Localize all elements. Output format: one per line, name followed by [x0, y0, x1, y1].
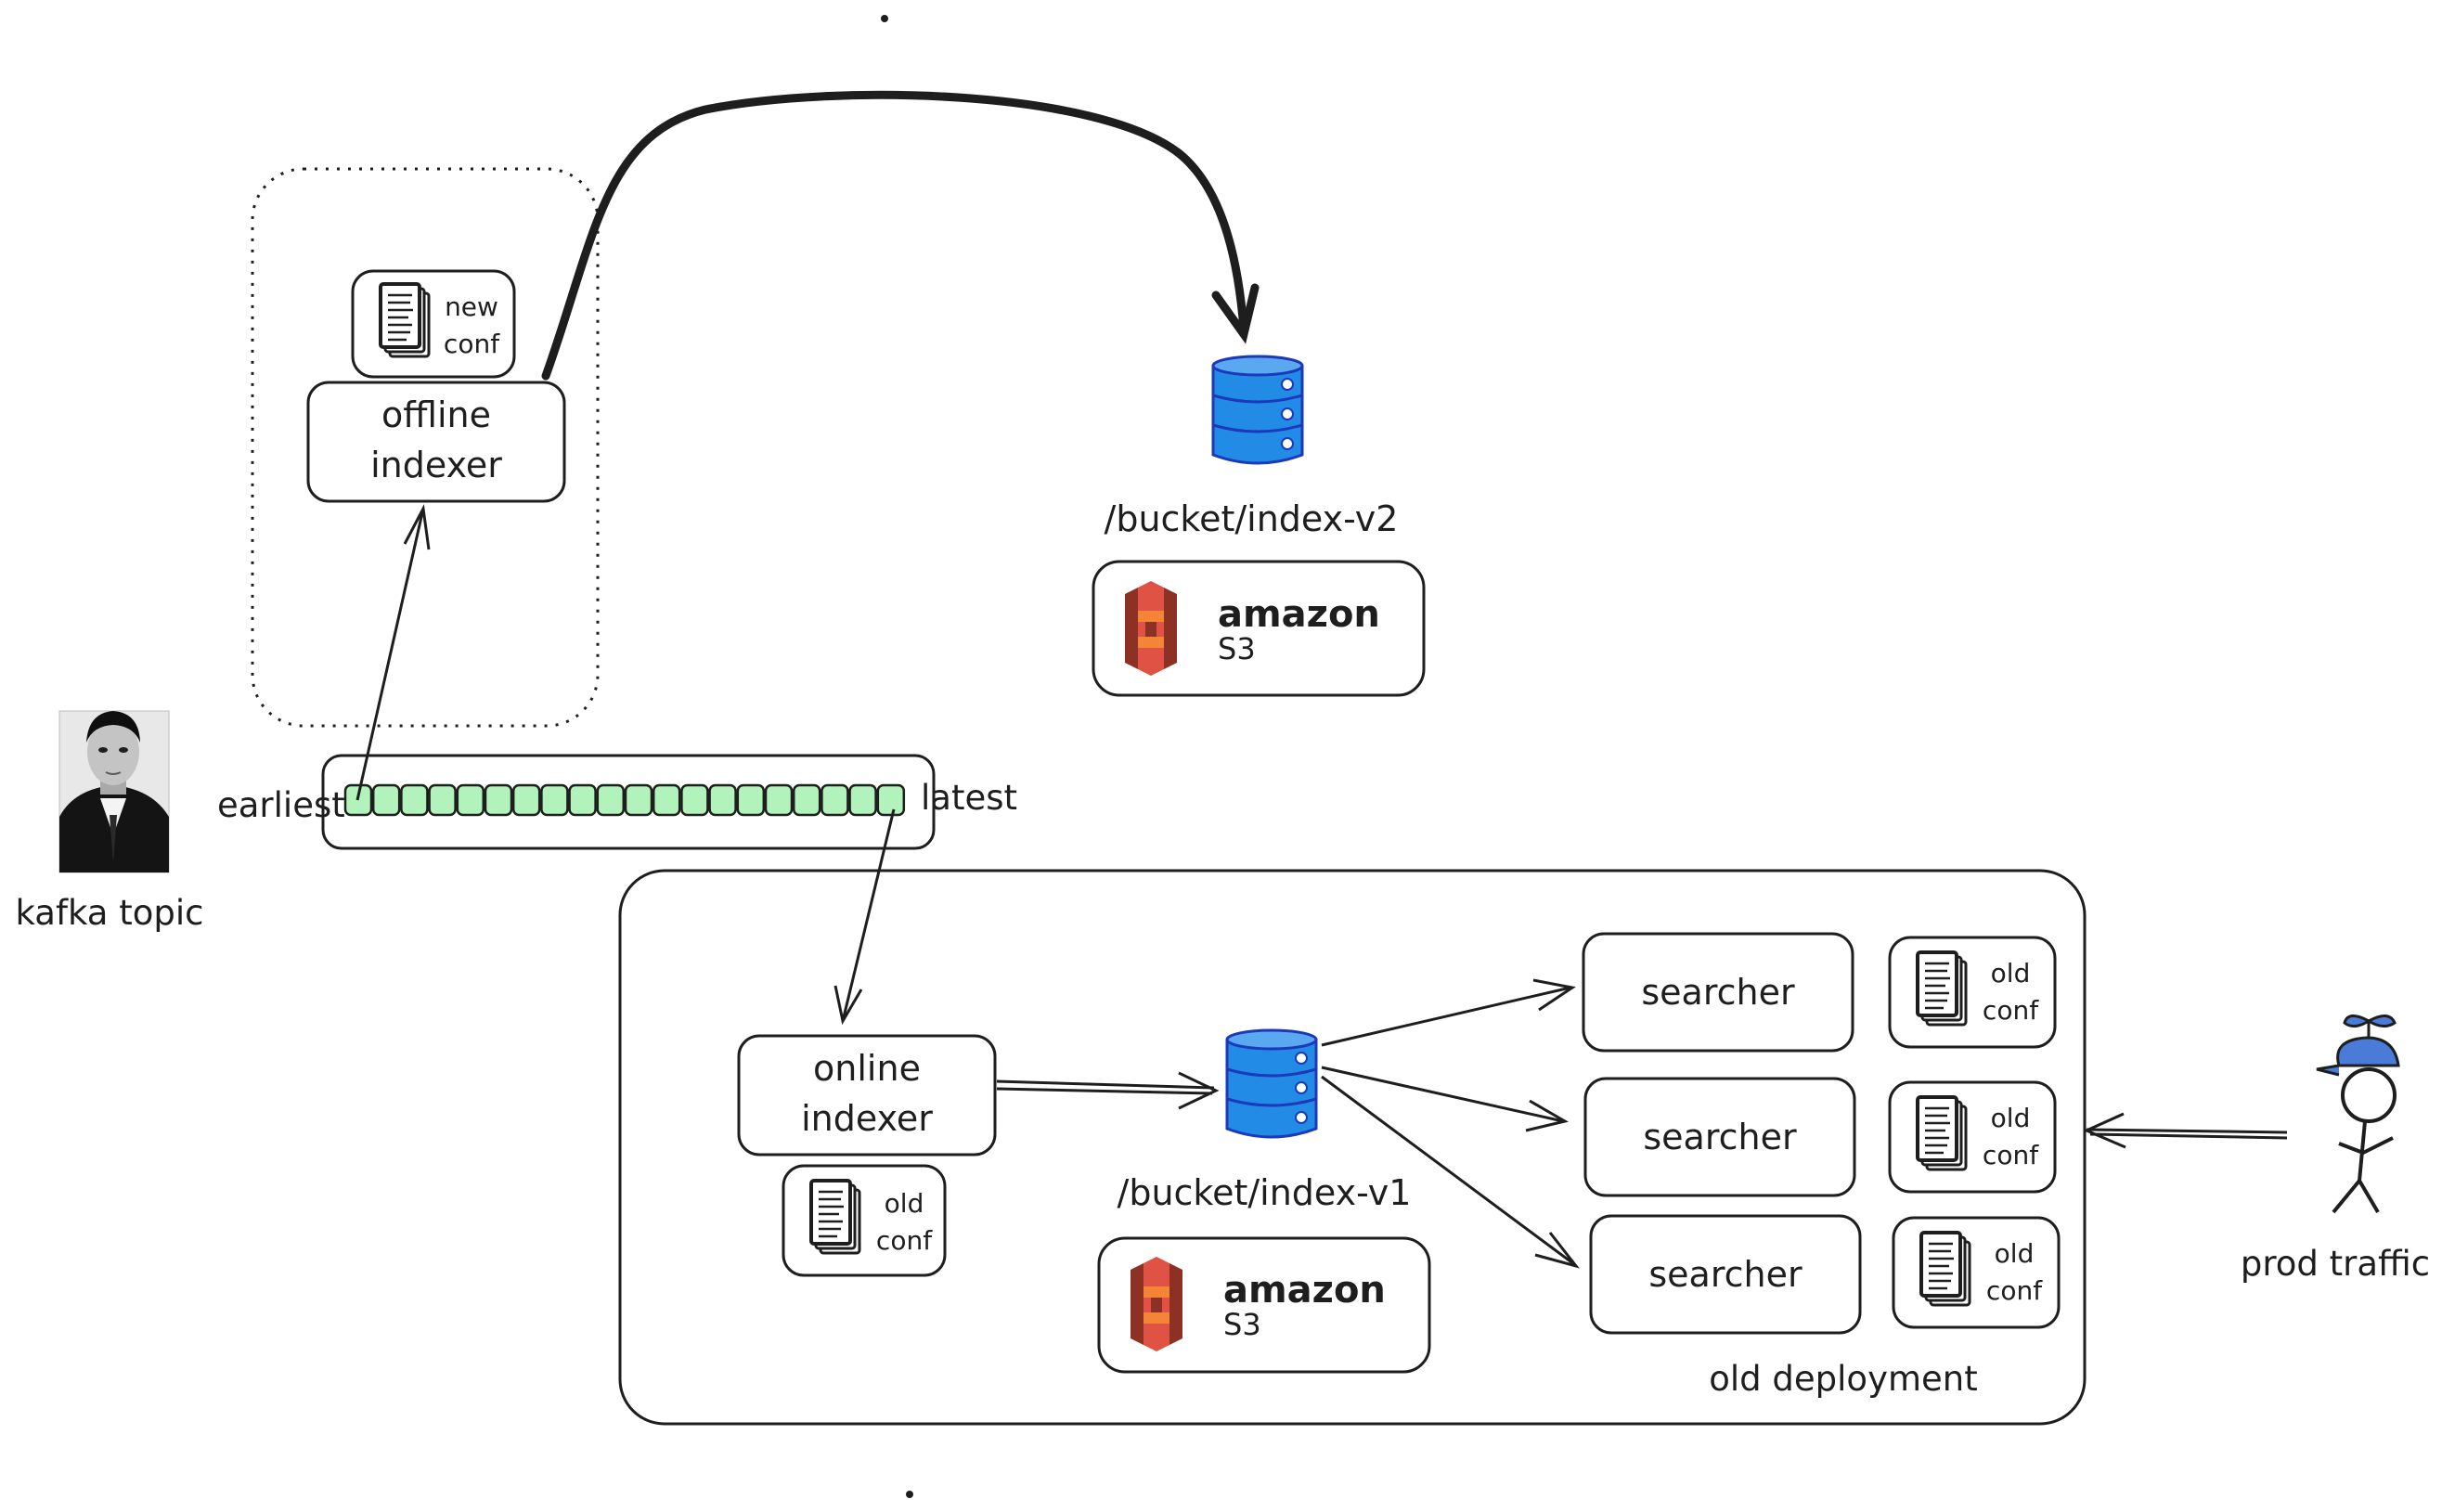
- searcher-1-label: searcher: [1641, 972, 1795, 1013]
- searcher-2-old-conf-line2: conf: [1983, 1140, 2039, 1170]
- searcher-1-old-conf-line2: conf: [1983, 995, 2039, 1026]
- new-conf-line1: new: [445, 291, 498, 322]
- queue-slot: [764, 783, 794, 817]
- s3-bucket-v2-logo: [1125, 581, 1177, 676]
- queue-slot: [820, 783, 849, 817]
- queue-slot: [848, 783, 877, 817]
- queue-slot: [680, 783, 709, 817]
- searcher-3-label: searcher: [1648, 1254, 1802, 1295]
- bucket-v1-path: /bucket/index-v1: [1118, 1172, 1412, 1213]
- searcher-1-old-conf-box: [1888, 936, 2057, 1049]
- online-to-s3-arrow: [996, 1079, 1215, 1095]
- latest-to-online-arrow: [841, 808, 896, 1022]
- database-v1-icon: [1225, 1028, 1318, 1139]
- searcher-3-old-conf-line1: old: [1995, 1238, 2035, 1269]
- traffic-arrowhead: [2083, 1112, 2126, 1149]
- queue-slot: [596, 783, 626, 817]
- traffic-arrow: [2086, 1128, 2288, 1140]
- offline-to-s3-arrow: [541, 90, 1248, 381]
- stray-dot-bottom: [906, 1491, 913, 1498]
- earliest-label: earliest: [217, 785, 345, 825]
- queue-slot: [792, 783, 821, 817]
- new-conf-box: [351, 269, 516, 379]
- queue-slot: [484, 783, 513, 817]
- user-stick-figure-icon: [2316, 1014, 2400, 1214]
- offline-indexer-line2: indexer: [370, 445, 502, 485]
- online-to-s3-arrowhead: [1178, 1071, 1220, 1110]
- searcher-2-old-conf-box: [1888, 1080, 2057, 1194]
- s3-to-searcher-2-arrow: [1321, 1066, 1564, 1123]
- document-icon: [809, 1179, 861, 1255]
- online-old-conf-line1: old: [885, 1188, 924, 1219]
- s3-to-searcher-2-arrowhead: [1525, 1099, 1570, 1132]
- searcher-3-old-conf-line2: conf: [1986, 1275, 2043, 1306]
- s3-to-searcher-3-arrowhead: [1534, 1232, 1580, 1269]
- s3-to-searcher-1-arrowhead: [1532, 978, 1576, 1012]
- online-old-conf-line2: conf: [876, 1225, 933, 1256]
- old-deployment-label: old deployment: [1709, 1359, 1977, 1399]
- queue-slot: [652, 783, 681, 817]
- queue-slot: [876, 783, 906, 817]
- queue-slot: [456, 783, 485, 817]
- stray-dot-top: [881, 15, 888, 22]
- online-indexer-line1: online: [813, 1048, 921, 1089]
- latest-to-online-arrowhead: [833, 985, 863, 1026]
- s3-to-searcher-3-arrow: [1321, 1075, 1575, 1266]
- searcher-2-old-conf-line1: old: [1991, 1103, 2031, 1133]
- s3-to-searcher-1-arrow: [1321, 986, 1571, 1047]
- searcher-2-box: [1583, 1077, 1856, 1197]
- searcher-2-label: searcher: [1643, 1117, 1797, 1157]
- queue-slots: [343, 783, 906, 817]
- earliest-to-offline-arrowhead: [403, 504, 431, 550]
- queue-slot: [400, 783, 429, 817]
- searcher-1-box: [1582, 932, 1854, 1053]
- online-old-conf-box: [782, 1164, 947, 1277]
- searcher-1-old-conf-line1: old: [1991, 958, 2031, 989]
- s3-v1-brand: amazon: [1223, 1269, 1386, 1312]
- latest-label: latest: [921, 778, 1017, 818]
- queue-slot: [540, 783, 569, 817]
- kafka-portrait: [58, 710, 170, 873]
- searcher-3-old-conf-box: [1892, 1216, 2061, 1329]
- database-v2-icon: [1211, 355, 1304, 465]
- queue-slot: [708, 783, 737, 817]
- document-icon: [1916, 1095, 1968, 1171]
- queue-slot: [568, 783, 597, 817]
- prod-traffic-label: prod traffic: [2241, 1244, 2430, 1284]
- earliest-to-offline-arrow: [355, 508, 425, 801]
- online-indexer-line2: indexer: [801, 1098, 933, 1139]
- offline-indexer-box: [306, 381, 566, 503]
- new-conf-line2: conf: [444, 329, 500, 359]
- kafka-topic-caption: kafka topic: [16, 893, 204, 933]
- queue-slot: [428, 783, 457, 817]
- s3-v1-product: S3: [1223, 1307, 1261, 1342]
- offline-indexer-line1: offline: [381, 394, 491, 435]
- document-icon: [1919, 1231, 1971, 1307]
- queue-slot: [736, 783, 766, 817]
- document-icon: [1916, 950, 1968, 1027]
- document-icon: [379, 282, 431, 358]
- queue-slot: [371, 783, 401, 817]
- s3-v2-brand: amazon: [1218, 593, 1380, 636]
- online-indexer-box: [737, 1034, 997, 1157]
- searcher-3-box: [1589, 1214, 1862, 1335]
- s3-bucket-v1-logo: [1131, 1257, 1182, 1351]
- bucket-v2-path: /bucket/index-v2: [1105, 498, 1399, 539]
- offline-to-s3-arrowhead: [1211, 283, 1260, 344]
- s3-v2-product: S3: [1218, 631, 1256, 666]
- queue-slot: [624, 783, 653, 817]
- queue-slot: [511, 783, 541, 817]
